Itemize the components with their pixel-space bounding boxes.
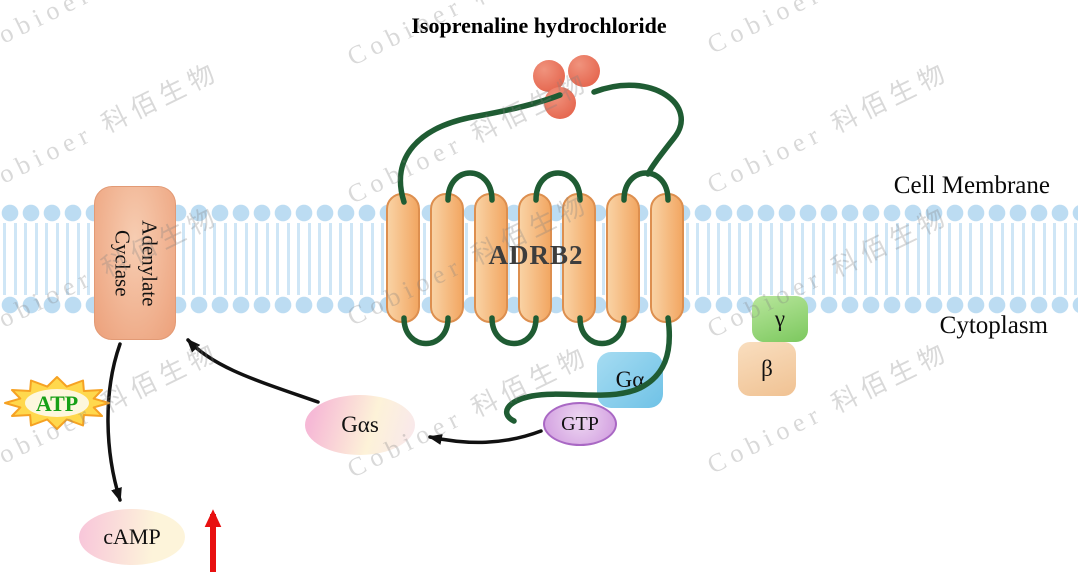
- cytoplasm-label: Cytoplasm: [939, 312, 1048, 339]
- receptor-helix: [386, 193, 420, 323]
- atp-label: ATP: [35, 391, 79, 416]
- gamma-subunit: γ: [752, 296, 808, 342]
- receptor-helix: [650, 193, 684, 323]
- g-alpha-s-label: Gαs: [341, 412, 379, 437]
- ligand-molecule: [533, 60, 565, 92]
- arrow-gas-to-adenylate-cyclase: [186, 338, 320, 404]
- g-alpha-s-subunit: Gαs: [305, 395, 415, 455]
- camp-molecule: cAMP: [79, 509, 185, 565]
- ligand-molecule: [544, 87, 576, 119]
- watermark-text: Cobioer 科佰生物: [0, 56, 225, 200]
- adenylate-cyclase-text: Adenylate Cyclase: [108, 220, 163, 306]
- beta-subunit: β: [738, 342, 796, 396]
- g-alpha-subunit: Gα: [597, 352, 663, 408]
- gamma-label: γ: [774, 306, 786, 331]
- diagram-title: Isoprenaline hydrochloride: [411, 13, 667, 38]
- arrow-ac-to-camp: [106, 342, 122, 503]
- arrow-gtp-to-gas: [427, 429, 543, 445]
- g-alpha-label: Gα: [615, 367, 645, 392]
- gtp-label: GTP: [561, 412, 599, 435]
- extracellular-ligand-loop: [591, 82, 684, 177]
- receptor-name-label: ADRB2: [488, 240, 584, 270]
- cell-membrane-label: Cell Membrane: [893, 172, 1050, 199]
- camp-label: cAMP: [103, 524, 161, 549]
- beta-label: β: [761, 356, 773, 381]
- ligand-molecule: [568, 55, 600, 87]
- n-terminus-loop: [397, 92, 563, 205]
- adenylate-cyclase-shape: [94, 186, 176, 340]
- adenylate-cyclase-line1: Adenylate: [137, 219, 162, 307]
- adenylate-cyclase-label: Adenylate Cyclase: [94, 186, 176, 340]
- gtp-molecule: GTP: [543, 402, 617, 446]
- adenylate-cyclase-line2: Cyclase: [110, 229, 135, 297]
